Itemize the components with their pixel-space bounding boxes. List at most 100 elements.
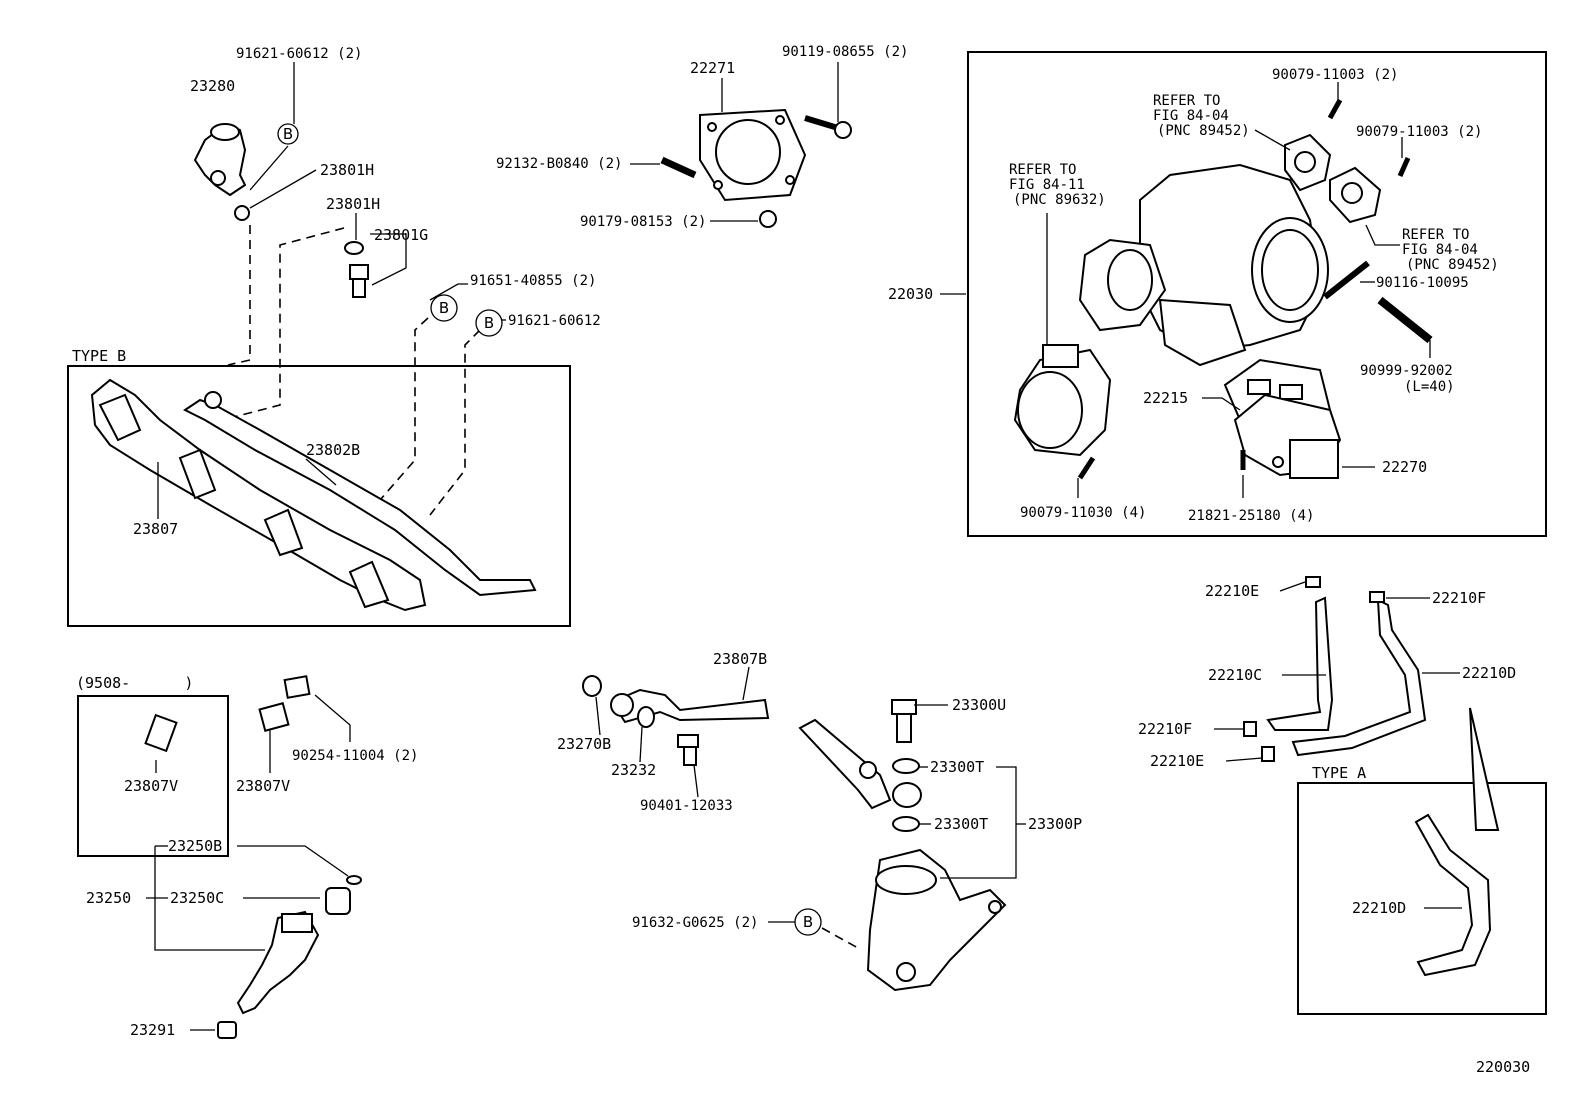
label-22271: 22271	[690, 59, 735, 77]
label-22210d-a: 22210D	[1462, 664, 1516, 682]
label-l40: (L=40)	[1404, 379, 1455, 395]
label-90254-11004: 90254-11004 (2)	[292, 748, 418, 764]
label-23300u: 23300U	[952, 696, 1006, 714]
type-b-box	[67, 365, 571, 627]
23801h-gasket-part	[234, 205, 250, 221]
union-bolt-part	[349, 264, 369, 298]
label-refer-b-2: FIG 84-11	[1009, 177, 1085, 193]
gasket-23300t-b-part	[892, 816, 920, 832]
clamp-22210e-b-part	[1261, 746, 1275, 762]
grommet-23250c-part	[325, 887, 351, 915]
pressure-regulator-part	[193, 123, 247, 197]
label-refer-c-2: FIG 84-04	[1402, 242, 1478, 258]
b-marker-3: B	[475, 309, 503, 337]
label-refer-a-1: REFER TO	[1153, 93, 1220, 109]
label-23250: 23250	[86, 889, 131, 907]
b-marker-4: B	[794, 908, 822, 936]
throttle-body-box	[967, 51, 1547, 537]
label-90079-11003-b: 90079-11003 (2)	[1356, 124, 1482, 140]
svg-text:B: B	[283, 125, 293, 143]
screw-90079-11030-part	[1077, 456, 1096, 480]
label-refer-c-3: (PNC 89452)	[1406, 257, 1499, 273]
label-23232: 23232	[611, 761, 656, 779]
hose-22210c-part	[1266, 596, 1334, 731]
label-23291: 23291	[130, 1021, 175, 1039]
type-a-box	[1297, 782, 1547, 1015]
injector-part	[236, 910, 320, 1015]
90254-part	[283, 675, 311, 699]
label-90999-92002: 90999-92002	[1360, 363, 1453, 379]
label-22210e-b: 22210E	[1150, 752, 1204, 770]
label-date-range: (9508- )	[76, 674, 193, 692]
label-23802b: 23802B	[306, 441, 360, 459]
label-22210f-a: 22210F	[1432, 589, 1486, 607]
nut-90179-part	[759, 210, 777, 228]
date-range-box	[77, 695, 229, 857]
tps-sensor-a-part	[1284, 133, 1332, 192]
label-23807v-b: 23807V	[236, 777, 290, 795]
label-92132-b0840: 92132-B0840 (2)	[496, 156, 622, 172]
label-22270: 22270	[1382, 458, 1427, 476]
23801h-gasket-b-part	[344, 241, 364, 255]
label-90079-11030: 90079-11030 (4)	[1020, 505, 1146, 521]
label-21821-25180: 21821-25180 (4)	[1188, 508, 1314, 524]
label-type-b: TYPE B	[72, 347, 126, 365]
sensor-89632-part	[1013, 344, 1112, 457]
label-91651-40855: 91651-40855 (2)	[470, 273, 596, 289]
label-23807: 23807	[133, 520, 178, 538]
label-91621-60612-2: 91621-60612 (2)	[236, 46, 362, 62]
fuel-rail-part	[90, 378, 537, 612]
label-90179-08153: 90179-08153 (2)	[580, 214, 706, 230]
union-part	[892, 782, 922, 808]
label-22210e-a: 22210E	[1205, 582, 1259, 600]
svg-text:B: B	[803, 913, 813, 931]
label-23250b: 23250B	[168, 837, 222, 855]
b-marker-2: B	[430, 294, 458, 322]
bolt-90119-part	[804, 115, 852, 139]
pin-90999-part	[1377, 296, 1433, 344]
label-91632-g0625: 91632-G0625 (2)	[632, 915, 758, 931]
label-refer-b-1: REFER TO	[1009, 162, 1076, 178]
pressure-damper-part	[866, 848, 1007, 992]
label-23280: 23280	[190, 77, 235, 95]
label-90401-12033: 90401-12033	[640, 798, 733, 814]
iac-valve-22270-part	[1233, 393, 1342, 479]
bolt-90116-part	[1323, 260, 1370, 300]
stud-92132-part	[660, 156, 697, 179]
tps-sensor-b-part	[1329, 166, 1382, 224]
fuel-hose-part	[798, 718, 892, 810]
union-bolt-90401-part	[677, 734, 699, 766]
label-23807v-a: 23807V	[124, 777, 178, 795]
label-22210c: 22210C	[1208, 666, 1262, 684]
svg-text:B: B	[484, 314, 494, 332]
o-ring-23250b-part	[346, 875, 362, 885]
label-91621-60612: 91621-60612	[508, 313, 601, 329]
label-22030: 22030	[888, 285, 933, 303]
b-marker-1: B	[277, 123, 299, 145]
label-23807b: 23807B	[713, 650, 767, 668]
hose-22210d-part	[1291, 598, 1427, 757]
label-refer-a-2: FIG 84-04	[1153, 108, 1229, 124]
gasket-23232-part	[637, 706, 655, 728]
label-refer-a-3: (PNC 89452)	[1157, 123, 1250, 139]
label-23300t-b: 23300T	[934, 815, 988, 833]
hose-22210d-type-a-part	[1414, 813, 1492, 977]
clamp-22210e-a-part	[1305, 576, 1321, 588]
label-23300t-a: 23300T	[930, 758, 984, 776]
screw-90079-b-part	[1397, 156, 1411, 178]
label-90119-08655: 90119-08655 (2)	[782, 44, 908, 60]
label-type-a: TYPE A	[1312, 764, 1366, 782]
clamp-22210f-b-part	[1243, 721, 1257, 737]
label-23250c: 23250C	[170, 889, 224, 907]
washer-23270b-part	[582, 675, 602, 697]
o-ring-23291-part	[217, 1021, 237, 1039]
label-23801g: 23801G	[374, 226, 428, 244]
label-23300p: 23300P	[1028, 815, 1082, 833]
throttle-body-part	[1078, 163, 1329, 367]
label-23270b: 23270B	[557, 735, 611, 753]
label-22215: 22215	[1143, 389, 1188, 407]
footer-code: 220030	[1476, 1058, 1530, 1076]
23807v-part-a	[144, 713, 178, 753]
label-22210d-b: 22210D	[1352, 899, 1406, 917]
